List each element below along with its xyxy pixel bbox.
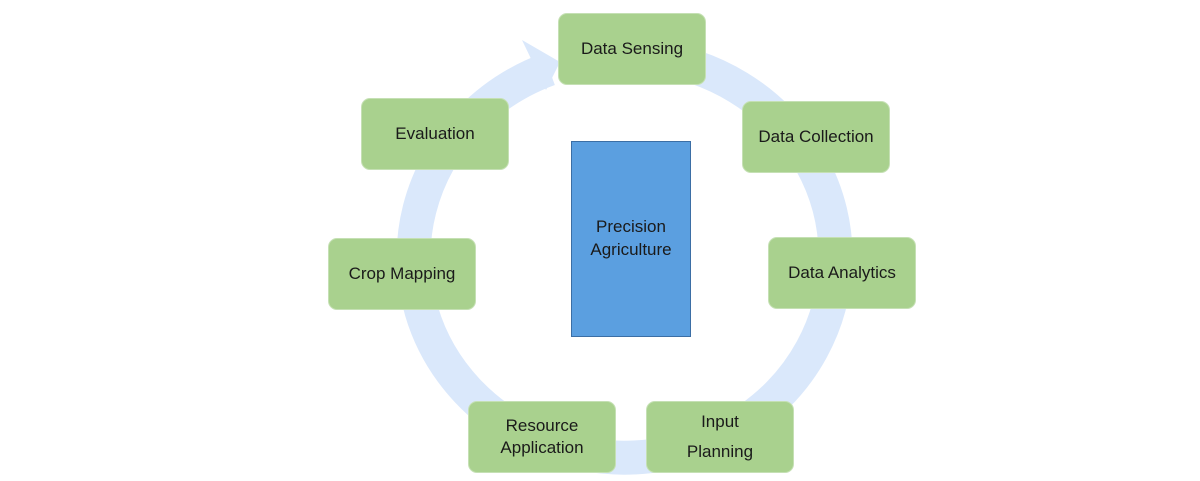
step-label-line2: Application <box>500 438 584 457</box>
step-data-collection: Data Collection <box>742 101 890 173</box>
step-label: Evaluation <box>395 123 475 143</box>
step-label-line1: Resource <box>505 415 579 435</box>
step-data-sensing: Data Sensing <box>558 13 706 85</box>
step-resource-application: Resource Application <box>468 401 616 473</box>
step-input-planning: Input Planning <box>646 401 794 473</box>
step-label: Data Sensing <box>580 38 684 58</box>
step-evaluation: Evaluation <box>361 98 509 170</box>
step-label: Data Collection <box>758 126 874 146</box>
step-label: Data Analytics <box>788 262 896 282</box>
step-crop-mapping: Crop Mapping <box>328 238 476 310</box>
step-data-analytics: Data Analytics <box>768 237 916 309</box>
center-precision-agriculture: Precision Agriculture <box>571 141 691 337</box>
center-label-line2: Agriculture <box>590 240 672 259</box>
step-label: Crop Mapping <box>348 263 456 283</box>
step-label-line1: Input <box>701 412 739 432</box>
center-label-line1: Precision <box>596 217 666 237</box>
step-label-line2: Planning <box>686 442 754 461</box>
cycle-arrowhead-icon <box>522 40 560 90</box>
